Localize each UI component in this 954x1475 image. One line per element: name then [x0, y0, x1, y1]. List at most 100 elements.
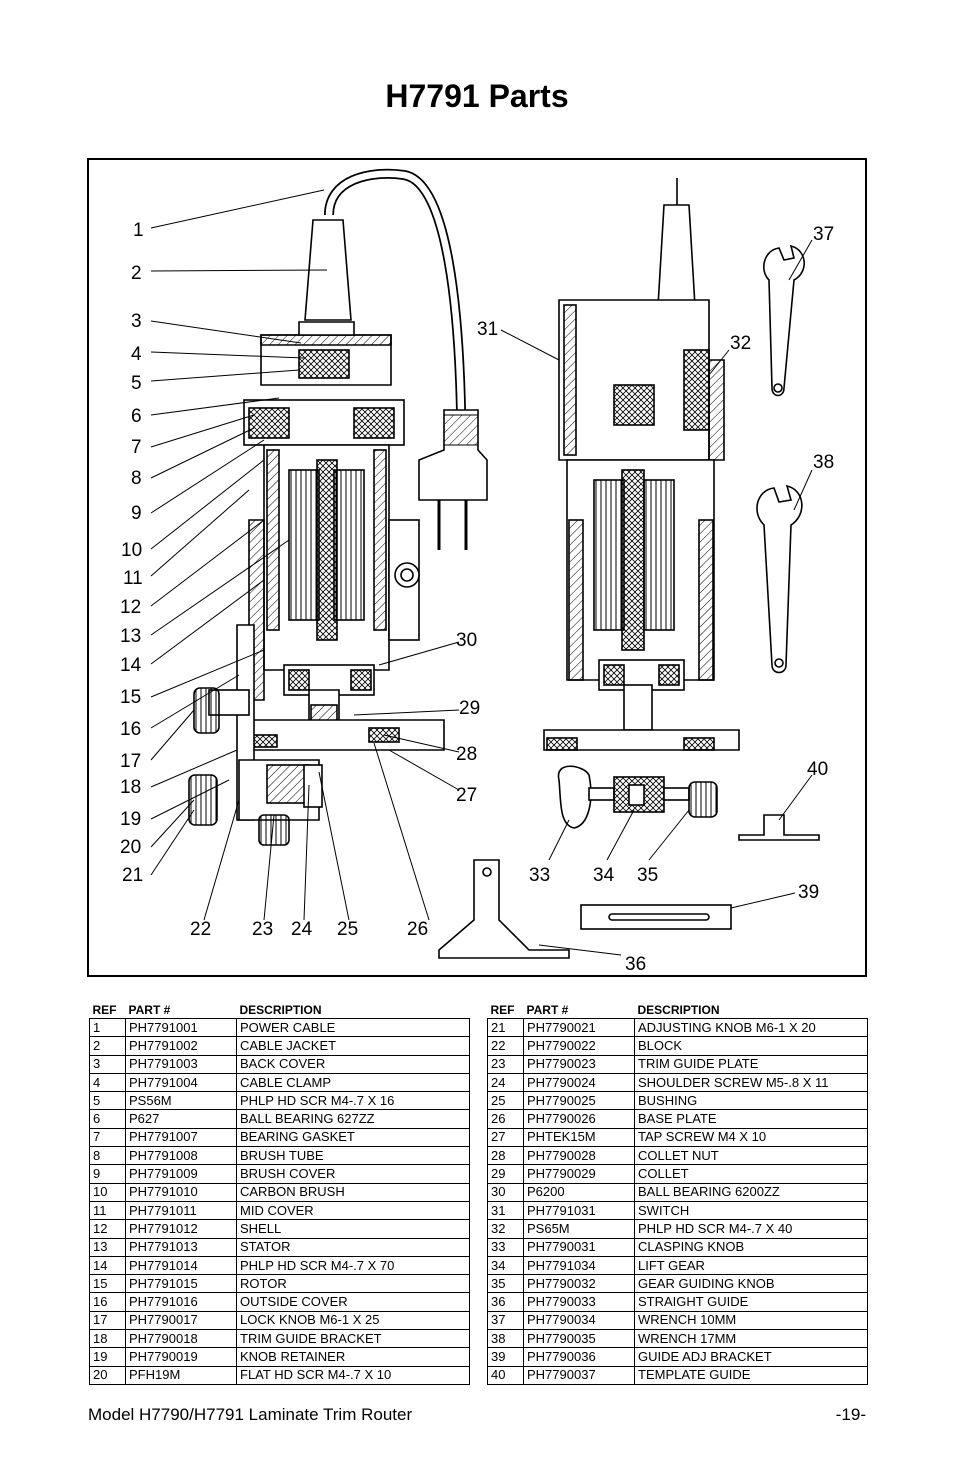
callout-14: 14	[120, 655, 142, 676]
cell-description: STATOR	[236, 1237, 470, 1257]
cell-part-number: PH7791001	[125, 1017, 237, 1038]
callout-4: 4	[131, 344, 142, 365]
straight-guide	[438, 859, 570, 959]
cell-ref: 23	[487, 1054, 524, 1074]
cell-ref: 24	[487, 1072, 524, 1093]
cell-description: CABLE CLAMP	[236, 1072, 470, 1093]
cell-part-number: PH7791008	[125, 1146, 237, 1166]
cell-description: TAP SCREW M4 X 10	[634, 1127, 868, 1148]
cell-ref: 36	[487, 1292, 524, 1312]
cell-description: BASE PLATE	[634, 1109, 868, 1129]
cell-ref: 25	[487, 1091, 524, 1111]
cell-part-number: PH7791002	[125, 1036, 237, 1056]
cell-description: SHOULDER SCREW M5-.8 X 11	[634, 1072, 868, 1093]
cell-part-number: P627	[125, 1109, 237, 1129]
cell-description: TRIM GUIDE BRACKET	[236, 1329, 470, 1349]
parts-diagram: 1 2 3 4 5 6 7 8 9 10 11 12 13 14 15 16 1…	[87, 158, 867, 977]
cell-description: BUSHING	[634, 1091, 868, 1111]
cell-ref: 39	[487, 1347, 524, 1367]
callout-9: 9	[131, 503, 142, 524]
cell-description: WRENCH 17MM	[634, 1329, 868, 1349]
cell-ref: 28	[487, 1146, 524, 1166]
cell-part-number: PH7791004	[125, 1072, 237, 1093]
cell-ref: 40	[487, 1365, 524, 1385]
cell-description: BEARING GASKET	[236, 1127, 470, 1148]
cell-description: BALL BEARING 627ZZ	[236, 1109, 470, 1129]
cell-description: KNOB RETAINER	[236, 1347, 470, 1367]
wrench-10mm	[763, 244, 805, 397]
cell-ref: 7	[89, 1127, 126, 1148]
cell-description: STRAIGHT GUIDE	[634, 1292, 868, 1312]
leader-lines	[150, 189, 813, 956]
cell-ref: 15	[89, 1274, 126, 1294]
cell-ref: 14	[89, 1255, 126, 1276]
header-part-number: PART #	[128, 1003, 171, 1017]
cell-part-number: PH7791010	[125, 1182, 237, 1202]
cell-ref: 26	[487, 1109, 524, 1129]
cell-description: LOCK KNOB M6-1 X 25	[236, 1310, 470, 1331]
callout-26: 26	[407, 919, 429, 940]
cell-ref: 13	[89, 1237, 126, 1257]
cell-ref: 2	[89, 1036, 126, 1056]
callout-40: 40	[807, 759, 829, 780]
callout-20: 20	[120, 837, 142, 858]
header-part-number: PART #	[526, 1003, 569, 1017]
cell-description: PHLP HD SCR M4-.7 X 70	[236, 1255, 470, 1276]
callout-19: 19	[120, 809, 142, 830]
callout-32: 32	[730, 333, 752, 354]
guide-adj-bracket	[580, 904, 732, 930]
header-description: DESCRIPTION	[239, 1003, 322, 1017]
cell-description: BALL BEARING 6200ZZ	[634, 1182, 868, 1202]
cell-ref: 6	[89, 1109, 126, 1129]
cell-part-number: PH7791009	[125, 1164, 237, 1184]
cell-part-number: PH7790037	[523, 1365, 635, 1385]
callout-15: 15	[120, 687, 142, 708]
cell-part-number: PH7791016	[125, 1292, 237, 1312]
callout-12: 12	[120, 597, 142, 618]
cell-part-number: PH7790031	[523, 1237, 635, 1257]
cell-part-number: PH7791012	[125, 1219, 237, 1239]
cell-part-number: PH7791034	[523, 1255, 635, 1276]
cell-ref: 18	[89, 1329, 126, 1349]
cell-ref: 38	[487, 1329, 524, 1349]
callout-8: 8	[131, 468, 142, 489]
cell-part-number: PH7790036	[523, 1347, 635, 1367]
cell-part-number: PH7791007	[125, 1127, 237, 1148]
cell-part-number: PH7791011	[125, 1200, 237, 1221]
cell-part-number: PH7790024	[523, 1072, 635, 1093]
cell-description: POWER CABLE	[236, 1017, 470, 1038]
callout-6: 6	[131, 406, 142, 427]
cell-ref: 31	[487, 1200, 524, 1221]
cell-description: FLAT HD SCR M4-.7 X 10	[236, 1365, 470, 1385]
cell-description: CARBON BRUSH	[236, 1182, 470, 1202]
cell-part-number: PFH19M	[125, 1365, 237, 1385]
callout-22: 22	[190, 919, 212, 940]
cell-ref: 27	[487, 1127, 524, 1148]
callout-11: 11	[123, 568, 143, 589]
cell-part-number: PS56M	[125, 1091, 237, 1111]
cell-description: CABLE JACKET	[236, 1036, 470, 1056]
callout-30: 30	[456, 630, 478, 651]
cell-part-number: PH7791014	[125, 1255, 237, 1276]
cell-ref: 3	[89, 1054, 126, 1074]
callout-37: 37	[813, 224, 835, 245]
cell-description: COLLET	[634, 1164, 868, 1184]
cell-part-number: PS65M	[523, 1219, 635, 1239]
callout-2: 2	[131, 263, 142, 284]
callout-39: 39	[798, 882, 820, 903]
cell-description: MID COVER	[236, 1200, 470, 1221]
callout-29: 29	[459, 698, 481, 719]
